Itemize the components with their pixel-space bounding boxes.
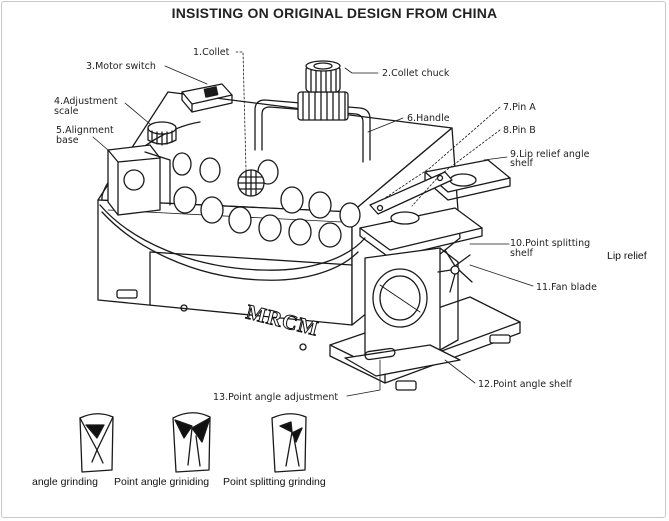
callout-labels: 1.Collet 2.Collet chuck 3.Motor switch 4…	[54, 47, 647, 403]
label-point-angle-adjustment: 13.Point angle adjustment	[213, 392, 338, 403]
diagram-title: INSISTING ON ORIGINAL DESIGN FROM CHINA	[171, 5, 498, 21]
caption-point-splitting-grinding: Point splitting grinding	[223, 476, 326, 488]
label-lip-relief: Lip relief	[607, 250, 647, 262]
label-pin-b: 8.Pin B	[503, 125, 536, 136]
fan-blade	[437, 249, 473, 293]
vent-holes	[172, 152, 361, 248]
motor-switch	[181, 83, 233, 113]
label-lip-relief-shelf-1: 9.Lip relief angle	[510, 149, 590, 160]
leader-lines	[92, 51, 534, 397]
label-motor-switch: 3.Motor switch	[86, 61, 156, 72]
label-lip-relief-shelf-2: shelf	[510, 158, 533, 169]
feet	[116, 289, 511, 391]
adjustment-knob	[147, 121, 177, 146]
collet	[237, 169, 265, 197]
label-alignment-base-1: 5.Alignment	[56, 125, 114, 136]
drill-tip-angle-grinding	[79, 413, 114, 473]
alignment-base	[107, 144, 171, 216]
caption-point-angle-grinding: Point angle griniding	[114, 476, 209, 488]
label-collet: 1.Collet	[193, 47, 230, 58]
label-fan-blade: 11.Fan blade	[536, 282, 597, 293]
caption-angle-grinding: angle grinding	[32, 476, 98, 488]
label-adjustment-scale-1: 4.Adjustment	[54, 96, 118, 107]
label-adjustment-scale-2: scale	[54, 106, 79, 117]
label-point-splitting-shelf-1: 10.Point splitting	[510, 238, 590, 249]
label-collet-chuck: 2.Collet chuck	[382, 68, 450, 79]
grinding-assembly	[344, 159, 511, 377]
label-point-splitting-shelf-2: shelf	[510, 248, 533, 259]
label-handle: 6.Handle	[407, 113, 450, 124]
drill-captions: angle grinding Point angle griniding Poi…	[32, 476, 326, 488]
label-pin-a: 7.Pin A	[503, 102, 536, 113]
label-point-angle-shelf: 12.Point angle shelf	[478, 379, 573, 390]
drill-tip-point-splitting	[271, 413, 307, 473]
drill-tip-point-angle	[172, 412, 211, 473]
label-alignment-base-2: base	[56, 135, 79, 146]
collet-chuck	[297, 60, 349, 121]
